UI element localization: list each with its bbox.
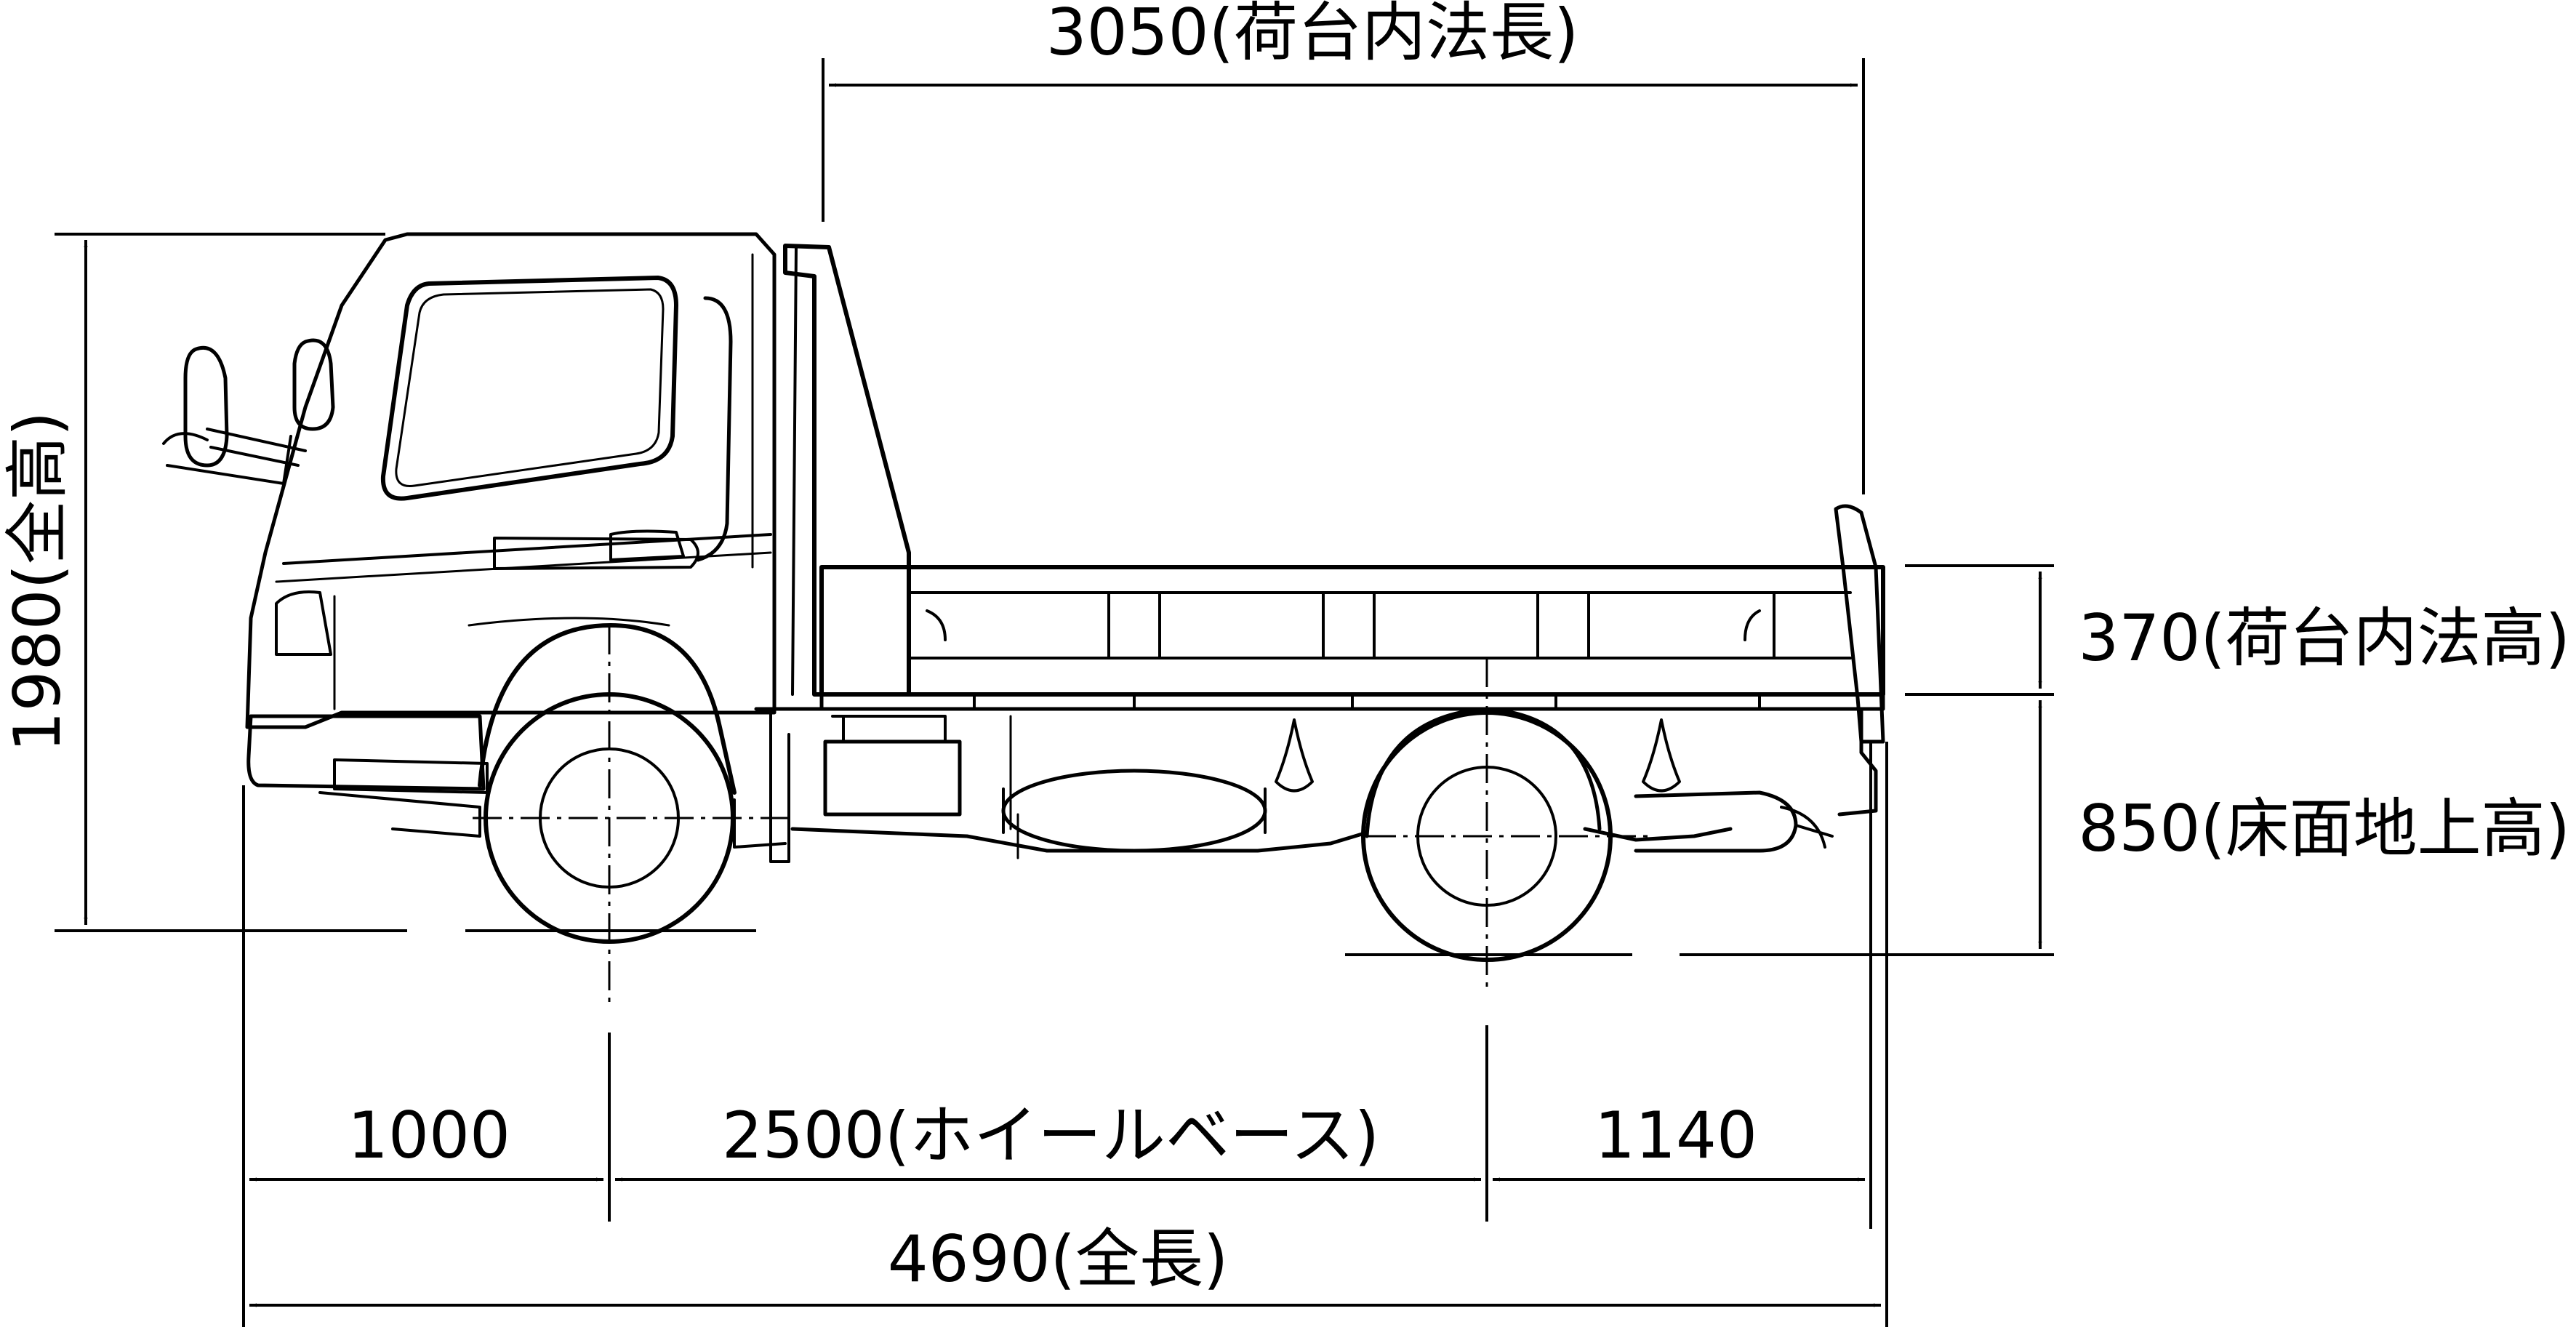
floor-height-label: 850(床面地上高) xyxy=(2078,791,2570,866)
dump-bed xyxy=(783,244,1885,711)
front-overhang-label: 1000 xyxy=(348,1098,510,1173)
frame-hook-1 xyxy=(1275,718,1314,793)
cab xyxy=(162,232,777,794)
tailgate-hinge xyxy=(1834,504,1885,744)
rear-overhang-label: 1140 xyxy=(1594,1098,1757,1173)
battery-box xyxy=(823,715,962,817)
overall-height-label: 1980(全高) xyxy=(0,412,75,753)
overall-length-label: 4690(全長) xyxy=(888,1222,1229,1296)
bed-inner-height-label: 370(荷台内法高) xyxy=(2078,601,2570,675)
wheel-center-lines xyxy=(473,625,1650,1003)
bed-inner-length-label: 3050(荷台内法長) xyxy=(1046,0,1579,70)
front-bumper xyxy=(246,714,486,838)
wheelbase-label: 2500(ホイールベース) xyxy=(722,1098,1379,1173)
truck-illustration xyxy=(162,232,1885,962)
frame-hook-2 xyxy=(1642,718,1681,793)
front-fender xyxy=(478,623,737,795)
muffler xyxy=(1634,790,1834,853)
dimension-labels: 3050(荷台内法長) 1980(全高) 370(荷台内法高) 850(床面地上… xyxy=(0,0,2570,1296)
chassis-frame xyxy=(733,707,1878,863)
dimension-lines xyxy=(55,58,2054,1327)
fuel-tank xyxy=(1001,769,1267,853)
